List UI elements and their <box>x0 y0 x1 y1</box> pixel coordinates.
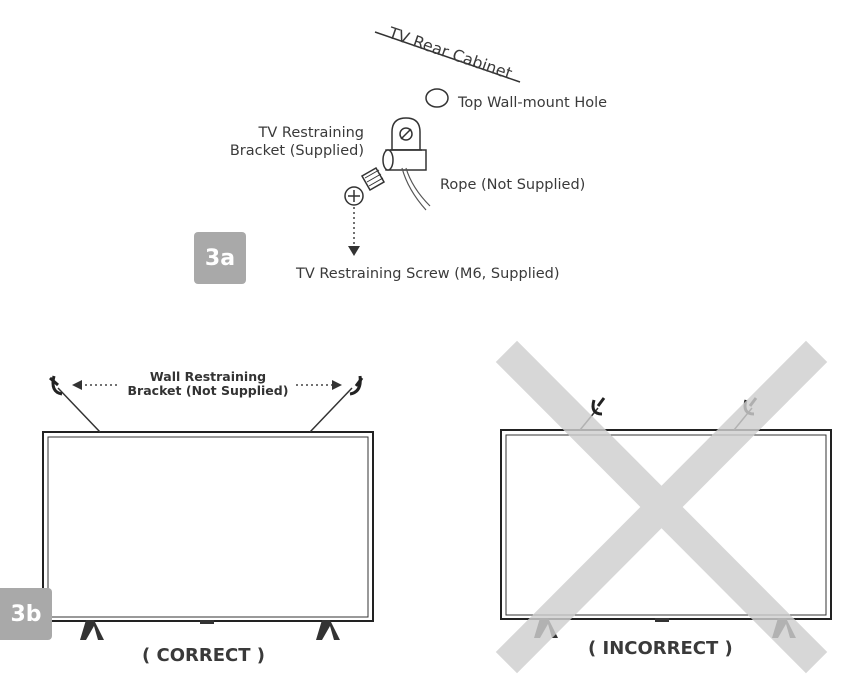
wall-bracket-line1: Wall Restraining <box>149 369 267 384</box>
wall-bracket-line2: Bracket (Not Supplied) <box>127 383 289 398</box>
step-3a-badge: 3a <box>194 232 246 284</box>
restraining-screw-icon <box>344 166 386 206</box>
rope-label: Rope (Not Supplied) <box>440 177 586 193</box>
rope-icon <box>401 167 431 211</box>
wall-restraining-bracket-label: Wall Restraining Bracket (Not Supplied) <box>120 370 296 398</box>
wall-mount-hole-icon <box>425 88 449 108</box>
incorrect-hook-left-icon <box>591 397 606 416</box>
wall-hook-left-icon <box>49 375 63 396</box>
wall-bracket-arrow-left <box>72 380 118 390</box>
incorrect-cross-icon <box>495 340 828 674</box>
step-3b-badge: 3b <box>0 588 52 640</box>
tv-rear-cabinet-line <box>374 31 521 83</box>
restraining-screw-label: TV Restraining Screw (M6, Supplied) <box>296 266 560 282</box>
wall-bracket-arrow-right <box>296 380 342 390</box>
restraining-bracket-icon <box>382 117 427 171</box>
bracket-label-line1: TV Restraining <box>258 125 364 141</box>
bracket-label-line2: Bracket (Supplied) <box>229 143 364 159</box>
correct-tv <box>42 375 374 640</box>
incorrect-label: ( INCORRECT ) <box>588 638 733 659</box>
top-wall-mount-hole-label: Top Wall-mount Hole <box>458 95 608 111</box>
restraining-bracket-label: TV Restraining Bracket (Supplied) <box>226 124 364 160</box>
wall-hook-right-icon <box>349 375 364 396</box>
screw-direction-arrow <box>348 207 360 256</box>
correct-label: ( CORRECT ) <box>142 645 266 666</box>
